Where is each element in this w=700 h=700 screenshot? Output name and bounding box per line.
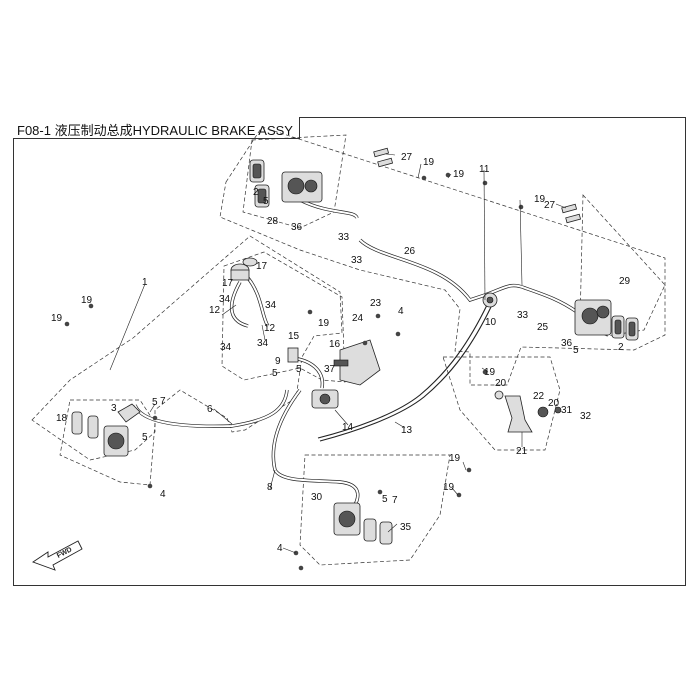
callout: 16: [329, 339, 341, 350]
callout: 13: [401, 425, 413, 436]
callout: 30: [311, 492, 323, 503]
callout: 12: [209, 305, 221, 316]
junction-block: [482, 292, 498, 308]
master-cylinder: [287, 339, 381, 409]
callout: 8: [267, 482, 273, 493]
callout: 17: [222, 278, 234, 289]
callout: 21: [516, 446, 528, 457]
callout: 19: [449, 453, 461, 464]
diagram-title: F08-1 液压制动总成HYDRAULIC BRAKE ASSY: [13, 117, 300, 139]
diagram-frame: [13, 117, 686, 586]
callout: 17: [256, 261, 268, 272]
callout: 22: [533, 391, 545, 402]
callout: 5: [573, 345, 579, 356]
callout: 11: [479, 164, 490, 175]
callout: 33: [517, 310, 529, 321]
callout: 19: [51, 313, 63, 324]
callout: 33: [351, 255, 363, 266]
brake-pedal: [494, 390, 562, 433]
callout: 24: [352, 313, 364, 324]
callout: 1: [142, 277, 148, 288]
callout: 27: [544, 200, 556, 211]
callout: 4: [398, 306, 404, 317]
callout: 29: [619, 276, 631, 287]
callout: 5: [272, 368, 278, 379]
callout: 36: [291, 222, 303, 233]
callout: 37: [324, 364, 336, 375]
callout: 19: [443, 482, 455, 493]
callout: 25: [537, 322, 549, 333]
callout: 7: [160, 396, 166, 407]
callout: 5: [263, 196, 269, 207]
callout: 34: [257, 338, 269, 349]
front-caliper-top: [249, 159, 323, 208]
callout: 26: [404, 246, 416, 257]
callout: 32: [580, 411, 592, 422]
fasteners: [64, 147, 582, 571]
callout: 34: [265, 300, 277, 311]
callout: 20: [548, 398, 560, 409]
rear-caliper-bottom: [333, 502, 393, 545]
callout: 27: [401, 152, 413, 163]
leader-lines: [109, 153, 567, 554]
callout: 3: [111, 403, 117, 414]
callout: 28: [267, 216, 279, 227]
callout: 10: [485, 317, 497, 328]
callout: 5: [296, 364, 302, 375]
callout: 9: [275, 356, 281, 367]
fwd-arrow: FWD: [32, 540, 83, 571]
callout: 33: [338, 232, 350, 243]
callout: 14: [342, 422, 354, 433]
brake-lines: [133, 198, 578, 506]
callout: 18: [56, 413, 68, 424]
reservoir: [230, 257, 258, 281]
callout: 15: [288, 331, 300, 342]
callout: 7: [392, 495, 398, 506]
callout: 35: [400, 522, 412, 533]
callout: 34: [219, 294, 231, 305]
callout: 34: [220, 342, 232, 353]
callout: 19: [453, 169, 465, 180]
callout: 23: [370, 298, 382, 309]
callout: 20: [495, 378, 507, 389]
callout: 5: [142, 432, 148, 443]
callout: 5: [382, 494, 388, 505]
callout: 4: [160, 489, 166, 500]
callout: 19: [423, 157, 435, 168]
callout: 19: [81, 295, 93, 306]
front-caliper-left: [71, 403, 141, 457]
callout: 2: [618, 342, 624, 353]
callout: 5: [152, 397, 158, 408]
callout: 19: [318, 318, 330, 329]
callout: 19: [484, 367, 496, 378]
callouts: 1 2 2 3 4 4 4 5 5 5 5 5 5 5 6 7 7 8 9 10…: [51, 152, 631, 554]
callout: 12: [264, 323, 276, 334]
callout: 2: [253, 187, 259, 198]
rear-caliper-right: [574, 299, 639, 341]
callout: 19: [534, 194, 546, 205]
callout: 36: [561, 338, 573, 349]
callout: 31: [561, 405, 573, 416]
callout: 4: [277, 543, 283, 554]
callout: 6: [207, 404, 213, 415]
